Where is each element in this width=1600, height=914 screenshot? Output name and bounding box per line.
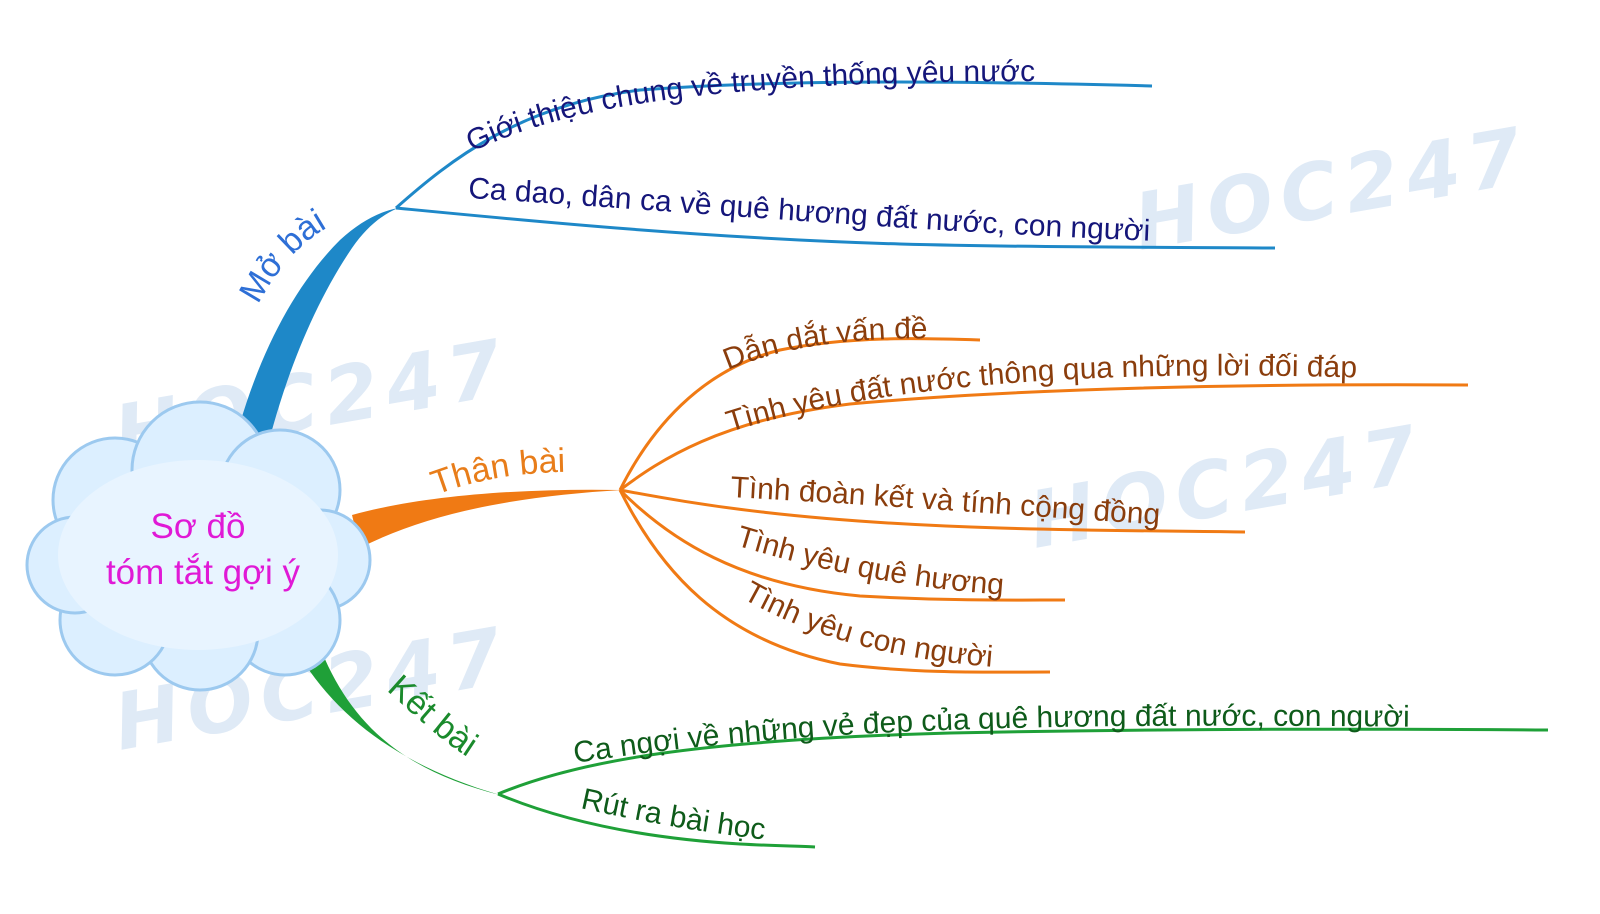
watermark-text: HOC247 bbox=[1023, 409, 1432, 567]
connector-than-bai-3 bbox=[619, 488, 1246, 534]
watermark-text: HOC247 bbox=[1128, 111, 1537, 269]
leaf-mo-bai-2: Ca dao, dân ca về quê hương đất nước, co… bbox=[467, 172, 1150, 248]
leaf-mo-bai-1: Giới thiệu chung về truyền thống yêu nướ… bbox=[461, 55, 1035, 158]
leaf-ket-bai-1: Ca ngợi về những vẻ đẹp của quê hương đấ… bbox=[571, 700, 1410, 770]
connector-mo-bai-2 bbox=[395, 206, 1276, 250]
branch-than-bai-trunk bbox=[352, 489, 622, 548]
cloud-fill bbox=[58, 460, 338, 650]
center-title-line1: Sơ đồ bbox=[151, 507, 246, 546]
connector-than-bai-4 bbox=[618, 488, 1066, 602]
center-title-line2: tóm tắt gợi ý bbox=[106, 553, 301, 592]
connector-than-bai-2 bbox=[619, 383, 1469, 492]
center-node: Sơ đồ tóm tắt gợi ý bbox=[25, 400, 372, 692]
connector-mo-bai-1 bbox=[395, 80, 1153, 210]
leaf-than-bai-1: Dẫn dắt vấn đề bbox=[719, 312, 928, 376]
connector-than-bai-1 bbox=[618, 337, 981, 491]
branch-mo-bai-trunk bbox=[228, 208, 398, 470]
connector-ket-bai-2 bbox=[497, 792, 816, 849]
connector-than-bai-5 bbox=[618, 489, 1051, 674]
connector-ket-bai-1 bbox=[497, 727, 1549, 796]
leaf-than-bai-2: Tình yêu đất nước thông qua những lời đố… bbox=[722, 349, 1357, 438]
